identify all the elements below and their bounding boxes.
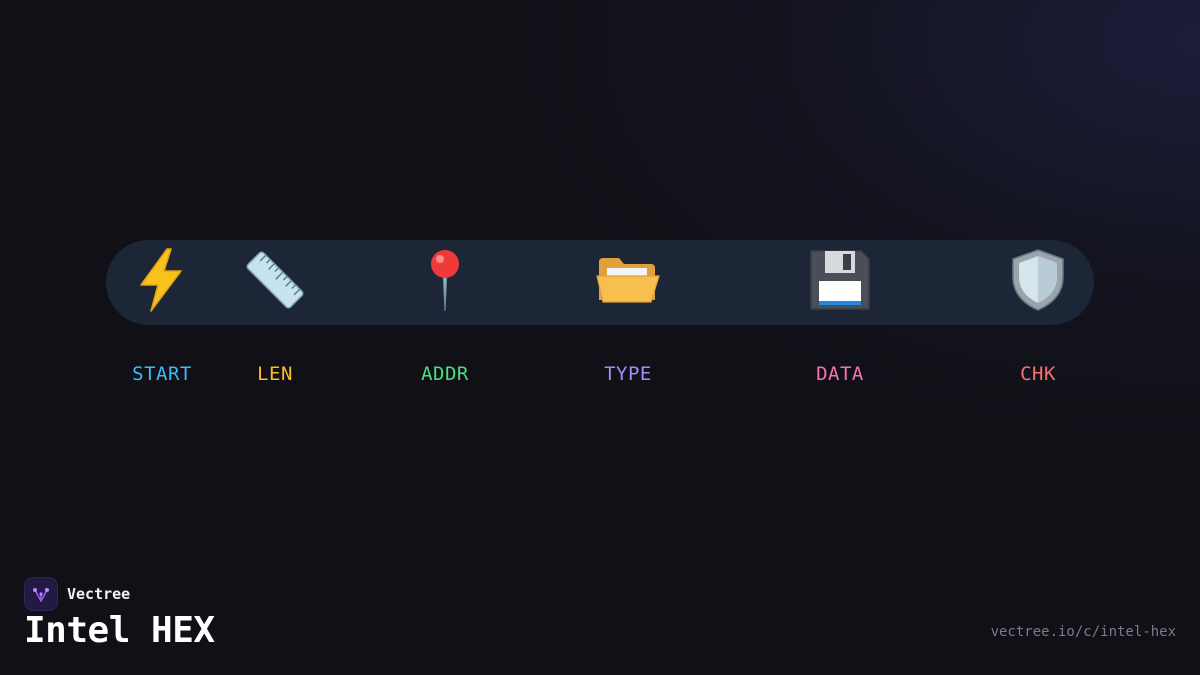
brand: Vectree	[24, 577, 130, 611]
vectree-logo-icon	[24, 577, 58, 611]
shield-icon	[978, 244, 1098, 316]
lightning-icon	[101, 244, 221, 316]
pushpin-icon	[385, 244, 505, 316]
brand-name: Vectree	[67, 585, 131, 603]
field-label-addr: ADDR	[421, 363, 469, 385]
field-label-data: DATA	[816, 363, 864, 385]
field-label-type: TYPE	[604, 363, 652, 385]
open-folder-icon	[568, 244, 688, 316]
field-label-len: LEN	[257, 363, 293, 385]
ruler-icon	[215, 244, 335, 316]
page-title: Intel HEX	[24, 610, 215, 651]
field-label-start: START	[132, 363, 192, 385]
field-label-chk: CHK	[1020, 363, 1056, 385]
floppy-disk-icon	[780, 244, 900, 316]
page-url: vectree.io/c/intel-hex	[990, 624, 1176, 640]
